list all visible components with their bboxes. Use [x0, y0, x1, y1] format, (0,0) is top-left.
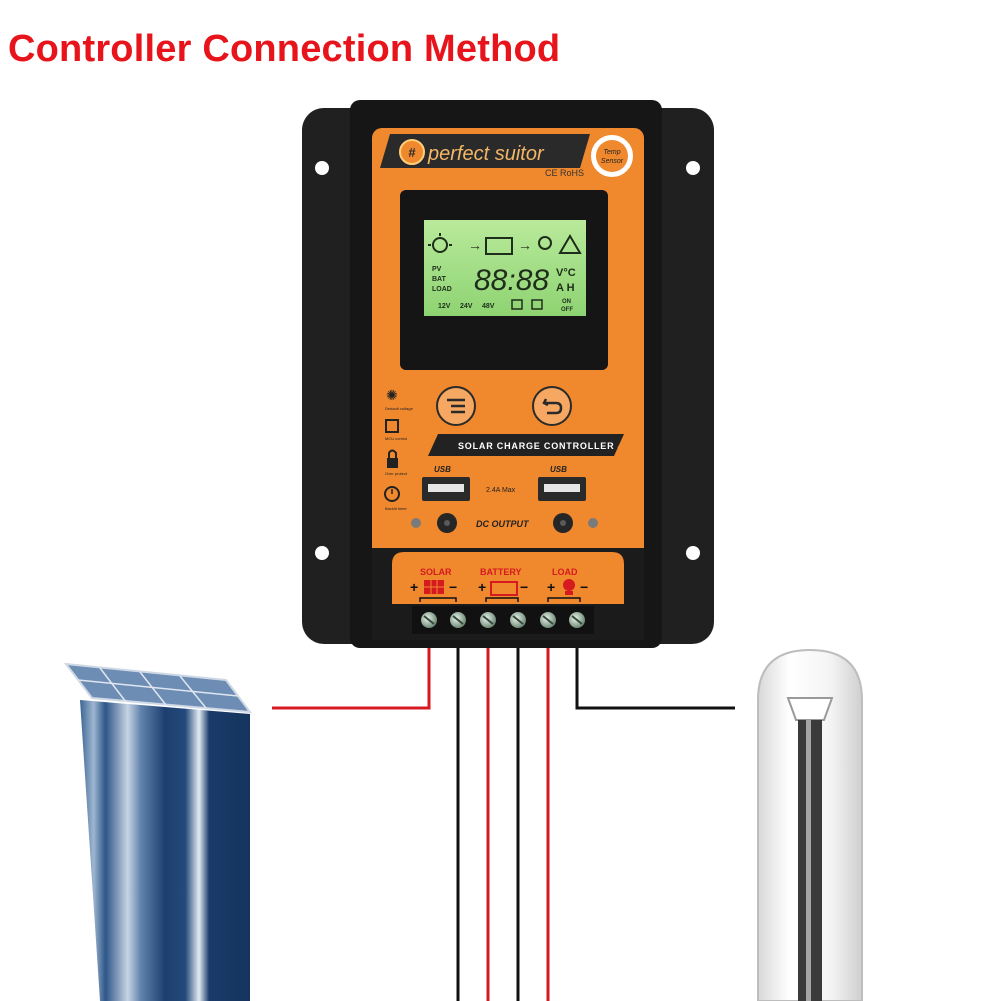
- load-minus: −: [580, 579, 588, 595]
- lcd-on: ON: [562, 299, 571, 305]
- usb-label-right: USB: [550, 465, 567, 474]
- lock-icon: [387, 458, 398, 468]
- bulb-icon: [563, 579, 575, 591]
- solar-minus: −: [449, 579, 457, 595]
- indicator-led-left: [411, 518, 421, 528]
- side-label-over-protect: Over protect: [385, 471, 408, 476]
- brand-name: perfect suitor: [427, 143, 545, 165]
- lcd-voltage-48: 48V: [482, 303, 495, 310]
- side-indicators: ✺ Dedault voltage MCU control Over prote…: [384, 387, 414, 511]
- light-bulb-illustration: [757, 648, 863, 1001]
- usb-rating: 2.4A Max: [486, 487, 516, 494]
- page-title: Controller Connection Method: [8, 28, 561, 70]
- certification-marks: CE RoHS: [545, 168, 584, 178]
- usb-label-left: USB: [434, 465, 451, 474]
- usb-section: USB USB 2.4A Max: [422, 465, 586, 501]
- battery-minus: −: [520, 579, 528, 595]
- terminal-labels: SOLAR BATTERY LOAD + − + − + −: [410, 567, 588, 602]
- lcd-battery-icon: [485, 237, 513, 255]
- charge-controller: [302, 100, 714, 648]
- terminal-screw[interactable]: [421, 612, 437, 628]
- controller-label: SOLAR CHARGE CONTROLLER: [458, 441, 614, 451]
- lcd-unit-top: V°C: [556, 267, 576, 279]
- timer-icon: [384, 486, 400, 502]
- svg-text:#: #: [408, 145, 416, 160]
- load-plus: +: [547, 579, 555, 595]
- battery-label: BATTERY: [480, 567, 522, 577]
- terminal-screw[interactable]: [540, 612, 556, 628]
- temp-sensor-label-1: Temp: [603, 149, 620, 156]
- return-arrow-icon: [542, 398, 563, 415]
- lcd-off: OFF: [561, 307, 573, 313]
- terminal-screw[interactable]: [510, 612, 526, 628]
- lcd-digits: 88:88: [474, 264, 549, 297]
- lcd-voltage-12: 12V: [438, 303, 451, 310]
- terminal-block: [412, 606, 594, 634]
- sun-logo-icon: [399, 139, 425, 165]
- default-voltage-icon: ✺: [386, 387, 398, 403]
- wires: [272, 632, 735, 1001]
- side-label-default-voltage: Dedault voltage: [385, 406, 414, 411]
- dc-output-label: DC OUTPUT: [476, 519, 530, 529]
- menu-button[interactable]: [436, 386, 476, 426]
- mcu-control-icon: [385, 419, 399, 433]
- lcd-arrow-icon: →: [468, 237, 482, 253]
- side-label-mcu-control: MCU control: [385, 436, 407, 441]
- lcd-row-pv: PV: [432, 266, 442, 273]
- lcd-timer-icon: [511, 299, 523, 310]
- mount-hole-top-left: [315, 161, 329, 175]
- load-label: LOAD: [552, 567, 578, 577]
- terminal-screw[interactable]: [480, 612, 496, 628]
- battery-icon: [490, 581, 518, 596]
- dc-output-section: DC OUTPUT: [411, 513, 598, 533]
- mount-hole-top-right: [686, 161, 700, 175]
- solar-label: SOLAR: [420, 567, 452, 577]
- lcd-sun-icon: [428, 233, 452, 253]
- load-negative-wire: [575, 632, 735, 710]
- lcd-bulb-icon: [538, 236, 552, 250]
- lcd-display: → → PV BAT LOAD 88:88 V°C A H 12V 24V 48…: [400, 190, 608, 370]
- solar-panel-illustration: [63, 662, 253, 1001]
- back-button[interactable]: [532, 386, 572, 426]
- lcd-voltage-24: 24V: [460, 303, 473, 310]
- terminal-screw[interactable]: [450, 612, 466, 628]
- controller-label-strip: SOLAR CHARGE CONTROLLER ‹: [428, 434, 624, 456]
- solar-plus: +: [410, 579, 418, 595]
- lcd-row-bat: BAT: [432, 276, 447, 283]
- brand-strip: # perfect suitor CE RoHS Temp Sensor: [380, 133, 635, 179]
- lcd-unit-bottom: A H: [556, 282, 575, 294]
- menu-icon: [447, 398, 465, 414]
- lcd-timer-icon: [531, 299, 543, 310]
- chevron-left-icon: ‹: [617, 438, 622, 454]
- mount-hole-bottom-right: [686, 546, 700, 560]
- lcd-row-load: LOAD: [432, 286, 452, 293]
- indicator-led-right: [588, 518, 598, 528]
- battery-plus: +: [478, 579, 486, 595]
- terminal-screw[interactable]: [569, 612, 585, 628]
- temp-sensor-label-2: Sensor: [601, 158, 624, 165]
- side-label-backlit-timer: Backlit timer: [385, 506, 407, 511]
- mount-hole-bottom-left: [315, 546, 329, 560]
- solar-positive-wire: [272, 632, 431, 710]
- lcd-arrow-icon: →: [518, 237, 532, 253]
- lcd-warning-icon: [558, 234, 582, 254]
